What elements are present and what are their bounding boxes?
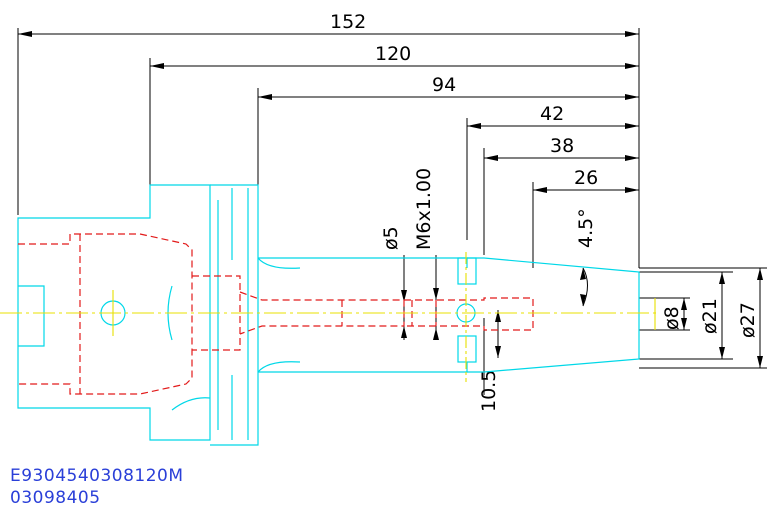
part-number-code: E9304540308120M <box>10 466 184 486</box>
dim-phi8-label: ø8 <box>661 306 683 330</box>
dim-thread-label: M6x1.00 <box>413 168 435 250</box>
dim-38-label: 38 <box>550 135 574 157</box>
length-dimensions: 152 120 94 42 38 26 <box>17 11 640 268</box>
dim-phi27-label: ø27 <box>737 302 759 338</box>
dim-152-label: 152 <box>330 11 366 33</box>
dim-42-label: 42 <box>540 103 564 125</box>
dim-120-label: 120 <box>375 43 411 65</box>
catalog-number-code: 03098405 <box>10 488 101 508</box>
dim-26-label: 26 <box>574 167 598 189</box>
dim-angle-label: 4.5° <box>575 208 597 248</box>
dim-phi5-label: ø5 <box>380 226 402 250</box>
dim-94-label: 94 <box>432 74 456 96</box>
centerlines <box>0 252 660 382</box>
diameter-dimensions: ø8 ø21 ø27 <box>639 267 767 369</box>
dim-phi21-label: ø21 <box>699 298 721 334</box>
inner-dimensions: ø5 M6x1.00 4.5° 10.5 <box>380 168 597 412</box>
dim-10-5-label: 10.5 <box>478 370 500 412</box>
part-outline <box>17 184 640 446</box>
